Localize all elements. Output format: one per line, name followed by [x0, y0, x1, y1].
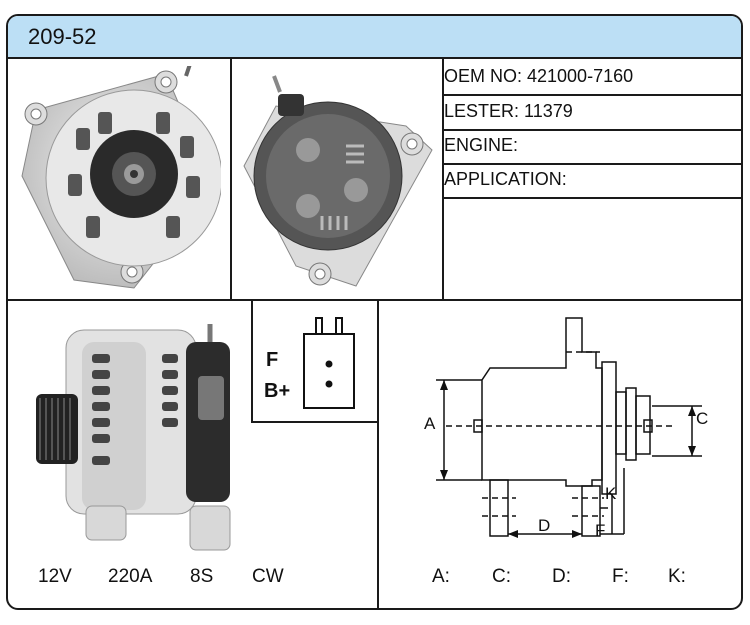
dim-label-f: F	[595, 521, 606, 540]
dim-key-f: F:	[612, 566, 629, 587]
divider	[8, 299, 741, 301]
divider	[442, 129, 741, 131]
divider	[442, 59, 444, 299]
header-bar: 209-52	[8, 16, 741, 59]
spec-application: APPLICATION:	[444, 169, 567, 189]
spec-engine: ENGINE:	[444, 135, 519, 155]
rating-amperage: 220A	[108, 566, 153, 587]
dim-label-d: D	[538, 516, 551, 535]
spec-lester: LESTER: 11379	[444, 101, 573, 121]
dim-label-k: K	[605, 484, 617, 503]
rating-pulley: 8S	[190, 566, 214, 587]
divider	[442, 94, 741, 96]
alternator-front-image	[21, 66, 221, 289]
divider	[442, 163, 741, 165]
alternator-rear-image	[243, 75, 433, 287]
divider	[251, 299, 253, 423]
dim-key-c: C:	[492, 566, 511, 587]
terminal-f-label: F	[266, 349, 279, 371]
dim-label-c: C	[696, 409, 709, 428]
dim-key-a: A:	[432, 566, 450, 587]
divider	[251, 421, 379, 423]
spec-oem: OEM NO: 421000-7160	[444, 66, 634, 86]
divider	[377, 299, 379, 608]
dim-key-d: D:	[552, 566, 571, 587]
divider	[230, 59, 232, 299]
product-card: 209-52 OEM NO: 421000-7160 LESTER: 11379…	[6, 14, 743, 610]
dim-key-k: K:	[668, 566, 686, 587]
dimension-drawing	[436, 317, 702, 538]
rating-rotation: CW	[252, 566, 284, 587]
alternator-side-image	[36, 324, 231, 551]
terminal-connector-diagram	[303, 317, 355, 409]
rating-voltage: 12V	[38, 566, 72, 587]
terminal-b-plus-label: B+	[264, 380, 291, 402]
dim-label-a: A	[424, 414, 436, 433]
model-code: 209-52	[28, 24, 97, 49]
divider	[442, 197, 741, 199]
